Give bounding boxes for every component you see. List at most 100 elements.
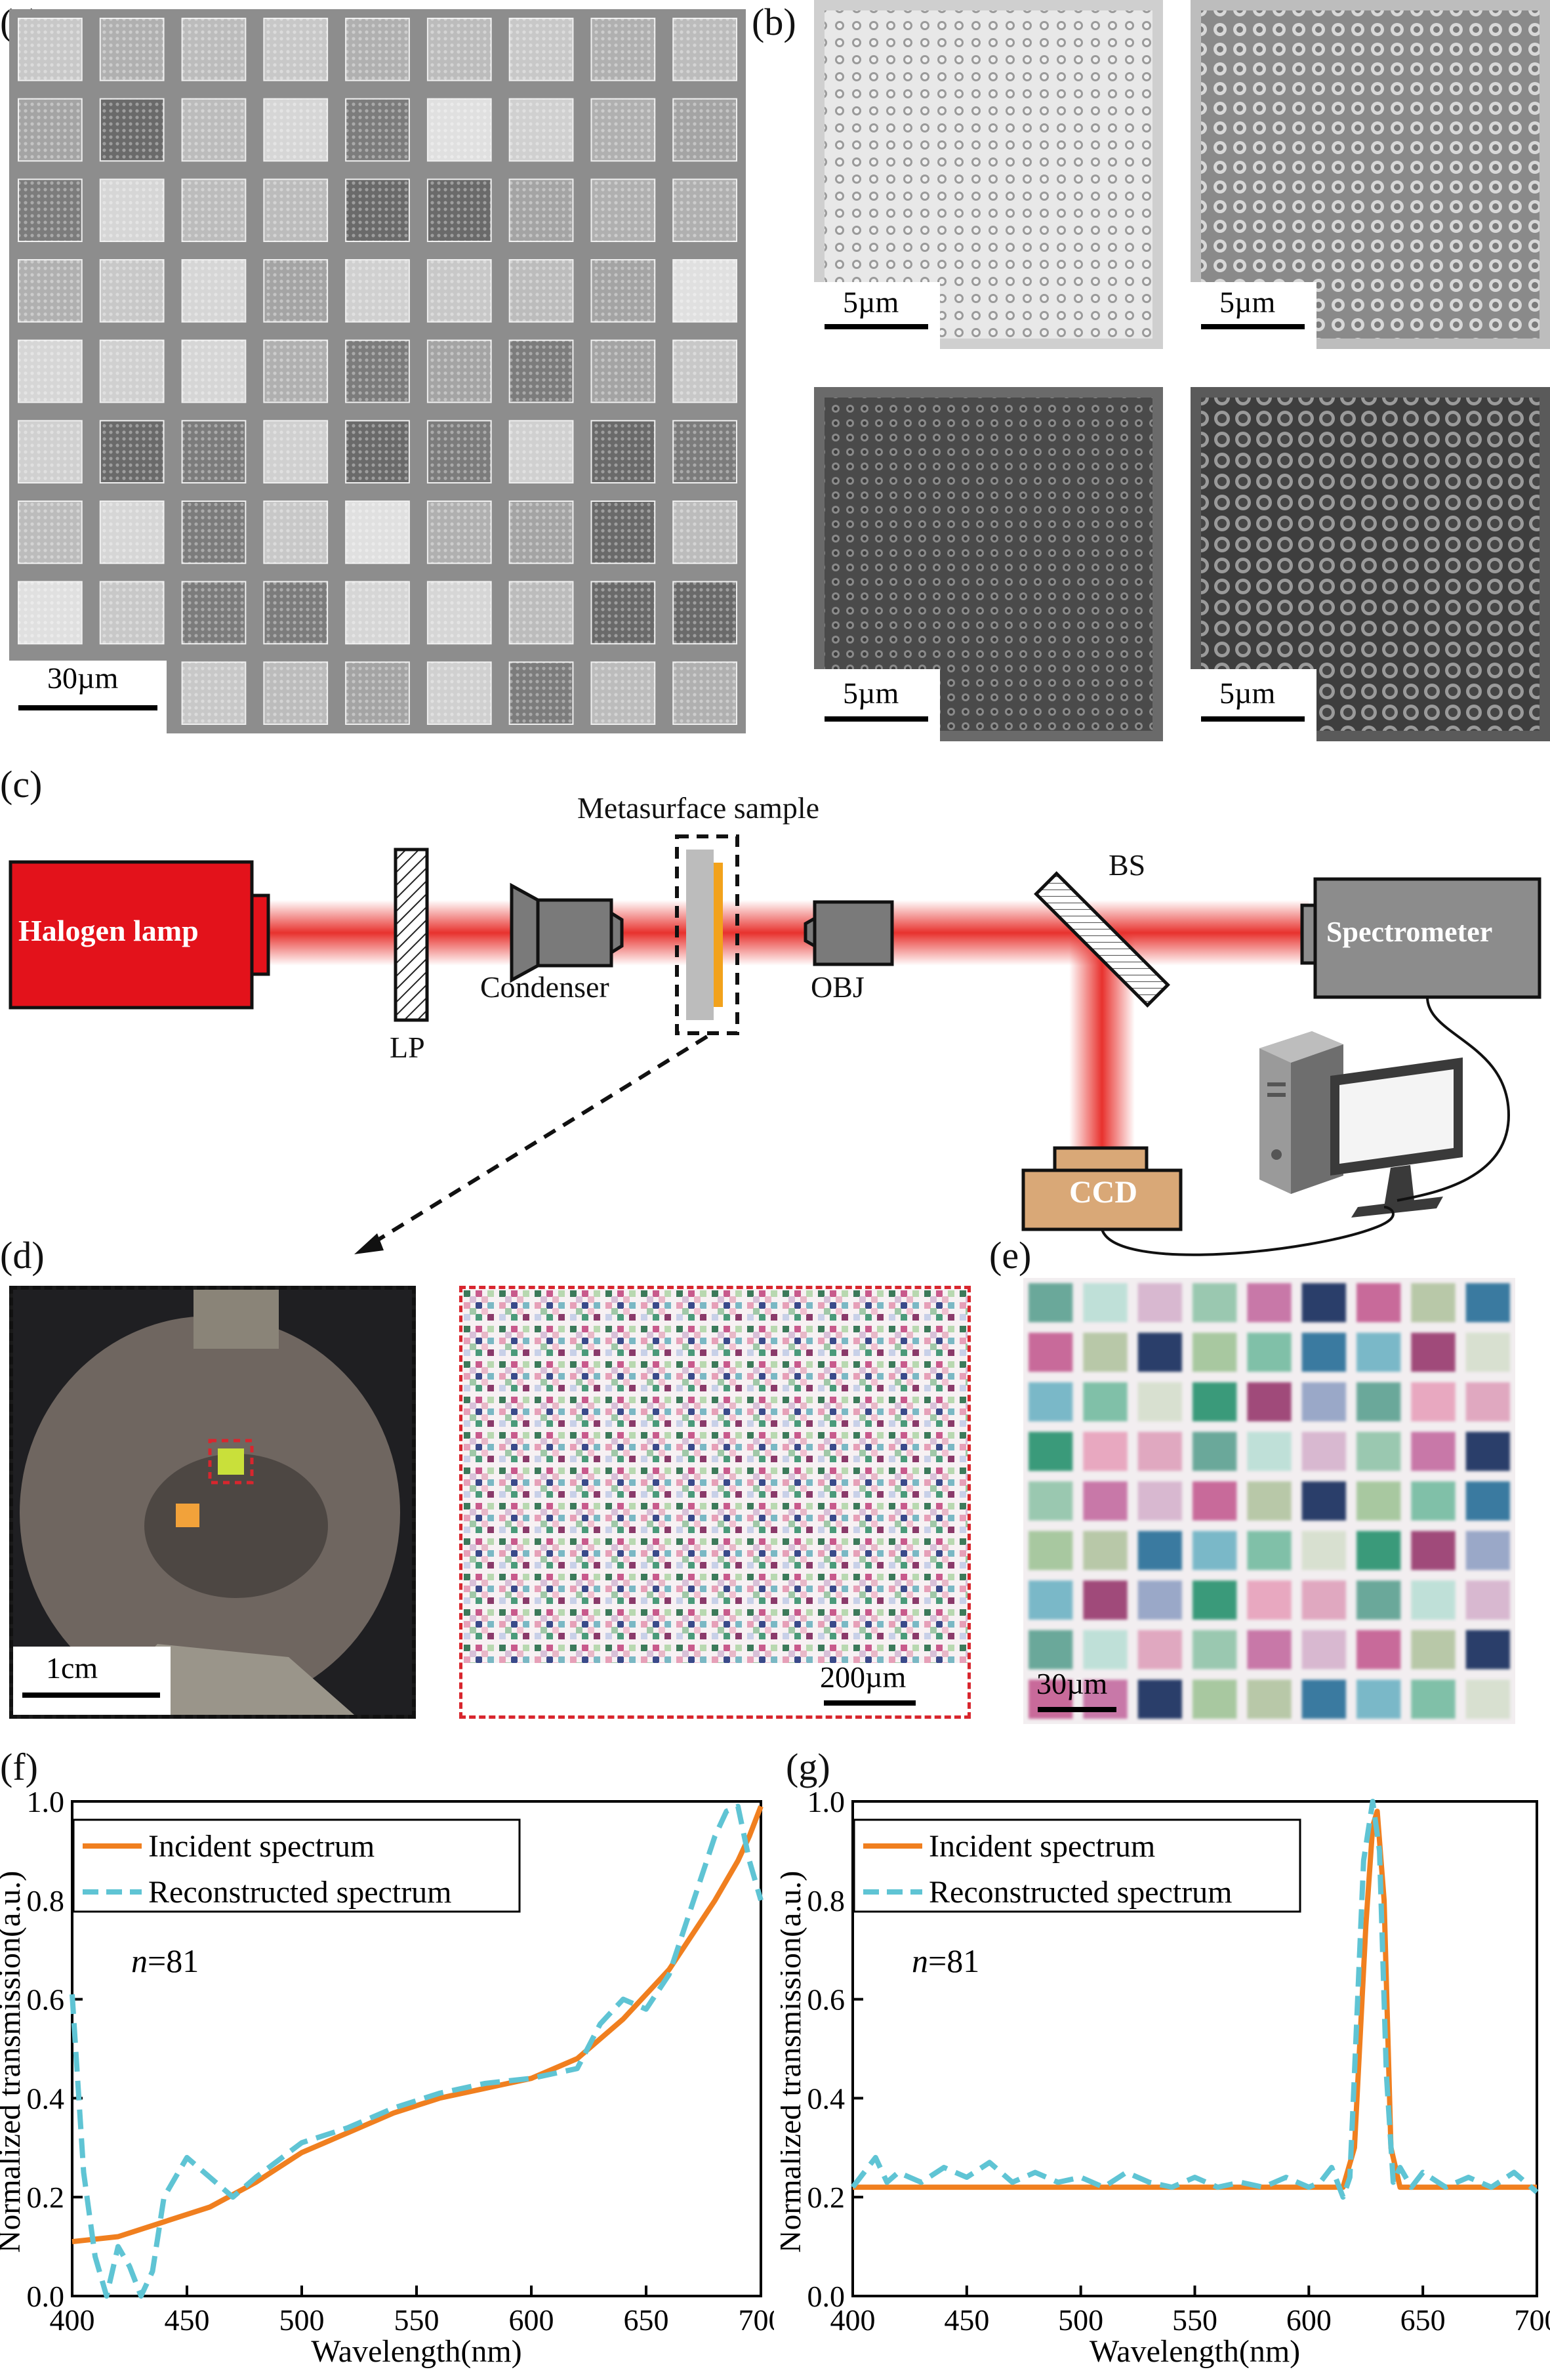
y-tick-label: 0.8	[27, 1884, 65, 1918]
panel-label-b: (b)	[752, 1, 796, 43]
sem-cell-texture	[509, 340, 573, 403]
color-square	[1029, 1580, 1073, 1620]
color-square	[1411, 1382, 1456, 1422]
color-square	[1356, 1530, 1401, 1570]
x-tick-label: 600	[509, 2303, 554, 2337]
scalebar-b4: 5µm	[1191, 669, 1316, 741]
color-square	[1356, 1283, 1401, 1323]
objective-lens	[804, 900, 894, 966]
sem-cell-texture	[591, 98, 655, 161]
sem-cell-texture	[427, 179, 491, 241]
color-square	[1301, 1630, 1346, 1670]
sem-cell-texture	[264, 421, 328, 483]
color-square	[1247, 1283, 1292, 1323]
sem-cell-texture	[509, 179, 573, 241]
scalebar-b3-line	[825, 716, 928, 722]
x-tick-label: 400	[50, 2303, 95, 2337]
color-square	[1029, 1481, 1073, 1521]
ccd-camera	[1021, 1146, 1183, 1231]
sem-cell-texture	[182, 179, 246, 241]
color-square	[1465, 1382, 1510, 1422]
scalebar-b3: 5µm	[814, 669, 940, 741]
color-square	[1411, 1679, 1456, 1719]
sem-cell-texture	[509, 501, 573, 564]
x-tick-label: 700	[739, 2303, 775, 2337]
color-square	[1411, 1630, 1456, 1670]
y-tick-label: 0.6	[27, 1983, 65, 2017]
sem-cell-texture	[182, 421, 246, 483]
scalebar-b2-label: 5µm	[1219, 285, 1276, 319]
sem-cell-texture	[427, 18, 491, 81]
sem-cell-texture	[18, 260, 82, 322]
sem-cell-texture	[182, 18, 246, 81]
scalebar-d-left-label: 1cm	[46, 1651, 98, 1685]
color-square	[1137, 1530, 1182, 1570]
sem-cell-texture	[264, 581, 328, 644]
color-square	[1465, 1283, 1510, 1323]
x-tick-label: 600	[1286, 2303, 1332, 2337]
condenser-lens	[510, 882, 624, 983]
color-square	[1029, 1431, 1073, 1471]
label-obj: OBJ	[811, 970, 865, 1004]
sem-cell-texture	[673, 662, 737, 724]
color-square	[1137, 1679, 1182, 1719]
color-square	[1083, 1332, 1128, 1372]
sem-cell-texture	[100, 501, 164, 564]
sem-cell-texture	[509, 421, 573, 483]
annotation-n: n=81	[912, 1942, 979, 1979]
sem-cell-texture	[591, 260, 655, 322]
color-square	[1193, 1580, 1237, 1620]
scalebar-b1-line	[825, 324, 928, 329]
sem-cell-texture	[673, 179, 737, 241]
color-square	[1465, 1580, 1510, 1620]
sem-cell-texture	[182, 98, 246, 161]
series-line-reconstructed-spectrum	[70, 1803, 764, 2299]
sem-cell-texture	[673, 581, 737, 644]
sem-cell-texture	[673, 501, 737, 564]
sem-cell-texture	[427, 581, 491, 644]
sem-cell-texture	[346, 98, 409, 161]
label-halogen: Halogen lamp	[18, 914, 199, 947]
chart-f: 4004505005506006507000.00.20.40.60.81.0W…	[0, 1785, 775, 2369]
sem-cell-texture	[18, 581, 82, 644]
color-square	[1411, 1481, 1456, 1521]
sem-cell-texture	[264, 662, 328, 724]
scalebar-a-line	[18, 705, 157, 710]
y-tick-label: 0.0	[27, 2280, 65, 2313]
color-square	[1301, 1481, 1346, 1521]
sem-cell-texture	[18, 18, 82, 81]
color-square	[1301, 1431, 1346, 1471]
x-tick-label: 400	[830, 2303, 876, 2337]
cable-ccd-computer	[1101, 1206, 1395, 1256]
color-square	[1083, 1530, 1128, 1570]
panel-label-e: (e)	[989, 1234, 1032, 1277]
x-tick-label: 450	[165, 2303, 210, 2337]
sem-cell-texture	[591, 581, 655, 644]
color-square	[1083, 1580, 1128, 1620]
color-square	[1137, 1382, 1182, 1422]
halogen-lamp	[9, 860, 270, 1010]
scalebar-b4-label: 5µm	[1219, 676, 1276, 710]
y-tick-label: 0.2	[807, 2181, 846, 2214]
sem-cell-texture	[264, 179, 328, 241]
scalebar-d-left: 1cm	[13, 1647, 171, 1715]
y-tick-label: 0.6	[807, 1983, 846, 2017]
color-square	[1411, 1580, 1456, 1620]
color-square	[1465, 1630, 1510, 1670]
sem-cell-texture	[182, 260, 246, 322]
color-square	[1193, 1332, 1237, 1372]
sem-cell-texture	[346, 501, 409, 564]
color-square	[1137, 1580, 1182, 1620]
scalebar-e: 30µm	[1030, 1666, 1135, 1719]
sem-cell-texture	[100, 18, 164, 81]
color-square	[1411, 1332, 1456, 1372]
color-square	[1411, 1431, 1456, 1471]
color-square	[1301, 1530, 1346, 1570]
color-square	[1083, 1481, 1128, 1521]
series-line-incident-spectrum	[71, 1805, 764, 2245]
y-tick-label: 0.4	[27, 2082, 65, 2115]
legend-box	[72, 1818, 521, 1913]
color-square	[1193, 1283, 1237, 1323]
sem-cell-texture	[182, 662, 246, 724]
scalebar-a-label: 30µm	[47, 661, 119, 695]
